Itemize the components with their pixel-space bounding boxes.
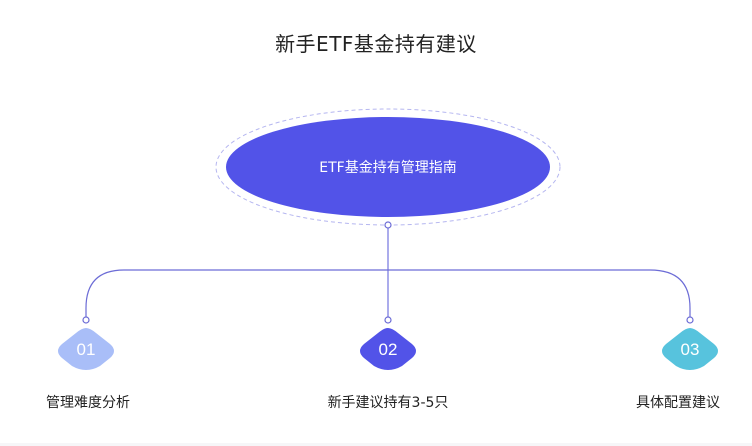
step-badge-3[interactable]: [662, 328, 718, 370]
bottom-edge: [0, 443, 752, 446]
branch-line: [85, 269, 691, 318]
step-number-1: 01: [76, 340, 96, 359]
stem-top-dot: [384, 221, 392, 229]
branch-dot-2: [384, 316, 392, 324]
step-label-1: 管理难度分析: [46, 395, 130, 411]
step-badge-2[interactable]: [360, 328, 416, 370]
step-number-3: 03: [680, 340, 700, 359]
step-number-2: 02: [378, 340, 398, 359]
step-label-2: 新手建议持有3-5只: [327, 395, 449, 411]
center-node[interactable]: [226, 117, 550, 217]
diagram-title: 新手ETF基金持有建议: [275, 32, 477, 56]
step-label-3: 具体配置建议: [636, 395, 720, 411]
center-node-label: ETF基金持有管理指南: [319, 160, 457, 176]
branch-dot-1: [82, 316, 90, 324]
branch-dot-3: [686, 316, 694, 324]
step-badge-1[interactable]: [58, 328, 114, 370]
